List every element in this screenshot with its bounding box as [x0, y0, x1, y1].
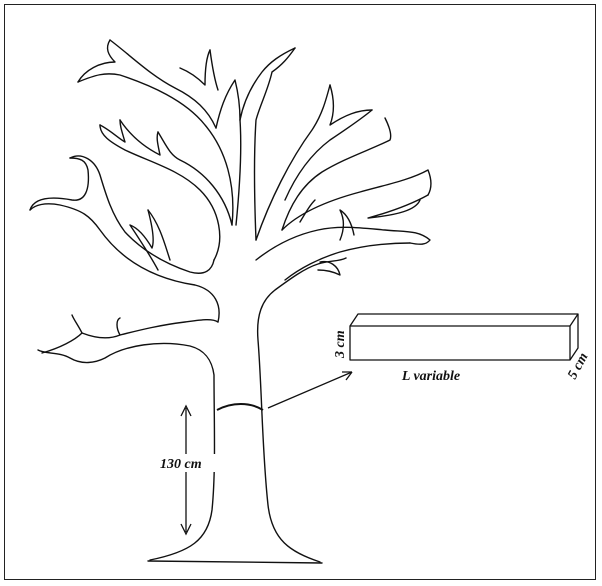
block-length-label: L variable [401, 369, 460, 384]
pointer-arrow [267, 371, 353, 409]
block-height-label: 3 cm [333, 330, 348, 359]
block-front-face [349, 325, 571, 361]
trunk-measure-band [216, 403, 264, 411]
height-label-bg [158, 454, 216, 472]
height-label: 130 cm [160, 457, 202, 472]
tree [29, 39, 432, 564]
trunk-base [147, 560, 323, 564]
wood-block [349, 313, 579, 361]
block-side-face [569, 314, 579, 361]
trunk-left-edge [37, 342, 216, 561]
diagram-frame [4, 4, 596, 580]
block-top-face [349, 313, 579, 327]
block-depth-label: 5 cm [565, 350, 591, 382]
trunk-right-edge [256, 257, 347, 563]
